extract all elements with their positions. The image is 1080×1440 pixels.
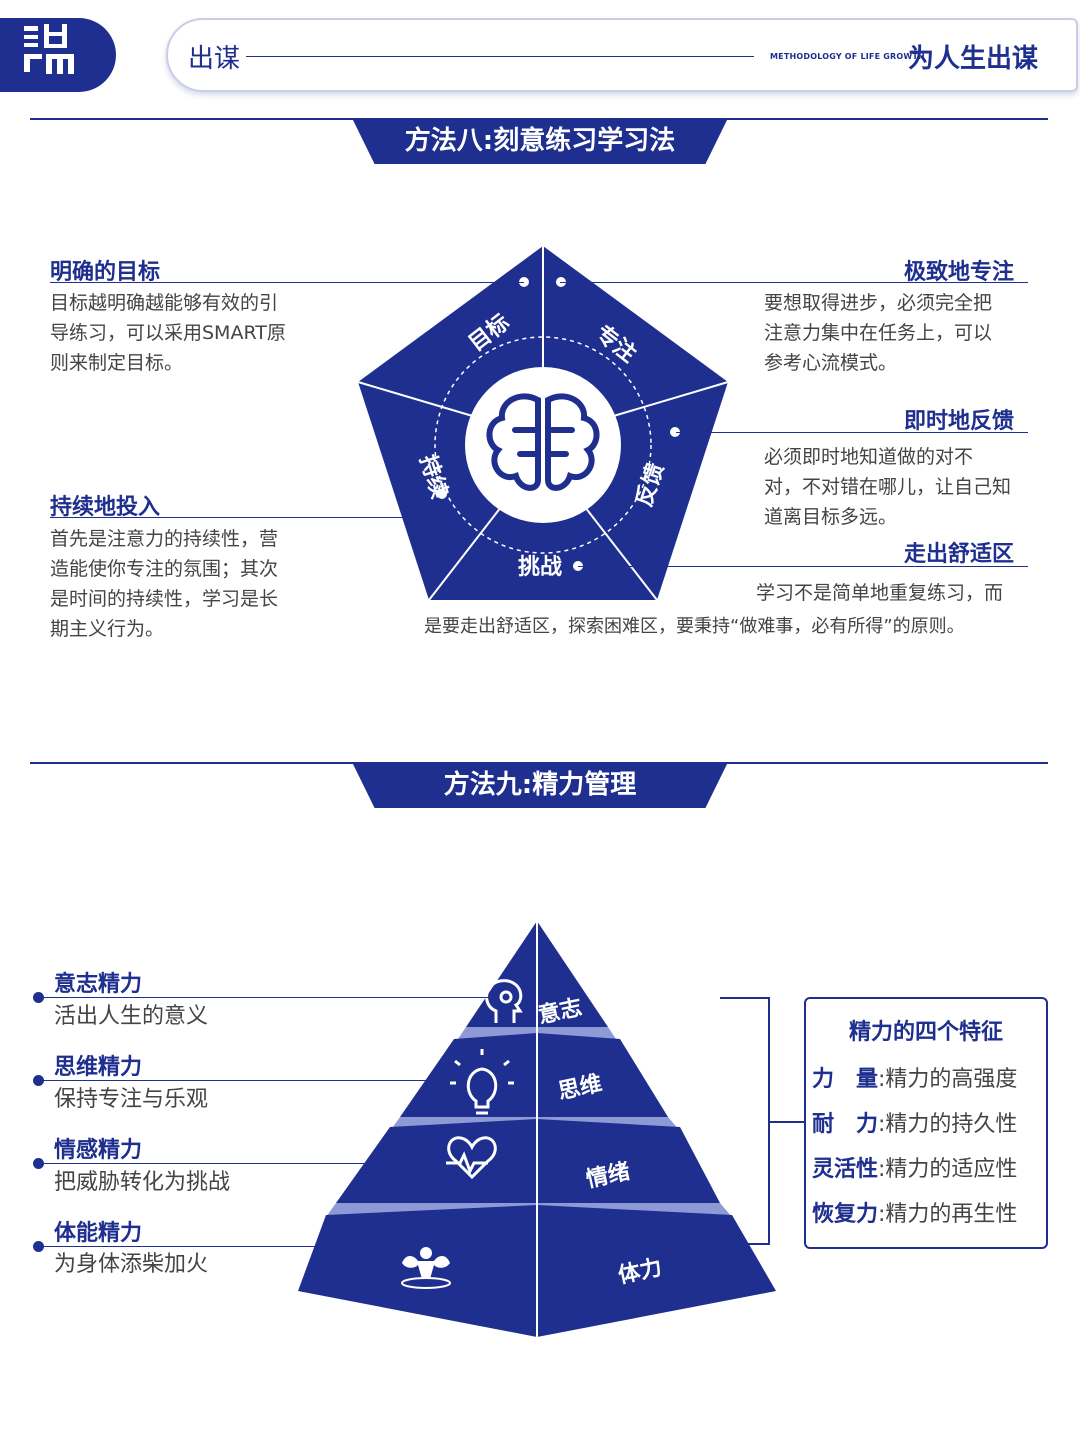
feature-flexibility: 灵活性:精力的适应性 bbox=[812, 1157, 1018, 1182]
section9-title: 方法九:精力管理 bbox=[352, 762, 728, 808]
logo bbox=[22, 22, 82, 84]
item-persist-text: 首先是注意力的持续性，营造能使你专注的氛围；其次是时间的持续性，学习是长期主义行… bbox=[50, 528, 279, 640]
energy-body-desc: 为身体添柴加火 bbox=[54, 1252, 209, 1277]
brand-left: 出谋 bbox=[188, 44, 241, 74]
connector-will bbox=[38, 997, 498, 998]
energy-body-title: 体能精力 bbox=[54, 1221, 143, 1246]
feature-strength: 力 量:精力的高强度 bbox=[812, 1067, 1018, 1092]
energy-emotion-title: 情感精力 bbox=[54, 1138, 143, 1163]
connector-body bbox=[38, 1246, 330, 1247]
energy-emotion-desc: 把威胁转化为挑战 bbox=[54, 1170, 231, 1195]
section8-title: 方法八:刻意练习学习法 bbox=[352, 118, 728, 164]
feature-endurance: 耐 力:精力的持久性 bbox=[812, 1112, 1018, 1137]
pyramid-diagram: 意志 思维 情绪 体力 bbox=[298, 921, 776, 1337]
item-goal-text: 目标越明确越能够有效的引导练习，可以采用SMART原则来制定目标。 bbox=[50, 292, 286, 374]
connector-persist bbox=[50, 517, 442, 518]
features-box bbox=[804, 997, 1048, 1249]
muscle-icon bbox=[401, 1247, 451, 1289]
energy-will-desc: 活出人生的意义 bbox=[54, 1004, 209, 1029]
item-comfort-line2: 是要走出舒适区，探索困难区，要秉持“做难事，必有所得”的原则。 bbox=[424, 616, 965, 637]
item-persist-title: 持续地投入 bbox=[50, 495, 161, 520]
features-title: 精力的四个特征 bbox=[848, 1020, 1003, 1045]
brand-bar bbox=[166, 18, 1078, 92]
connector-focus bbox=[560, 282, 1028, 283]
energy-mind-desc: 保持专注与乐观 bbox=[54, 1087, 209, 1112]
brand-tagline: METHODOLOGY OF LIFE GROWTH bbox=[770, 52, 925, 61]
features-bracket bbox=[720, 997, 770, 1245]
connector-goal bbox=[50, 282, 524, 283]
feature-recovery: 恢复力:精力的再生性 bbox=[812, 1202, 1018, 1227]
brand-divider bbox=[246, 56, 754, 57]
energy-will-title: 意志精力 bbox=[54, 972, 143, 997]
connector-challenge bbox=[578, 566, 1028, 567]
lightbulb-icon bbox=[450, 1049, 514, 1115]
pentagon-diagram: 目标 专注 反馈 挑战 持续 bbox=[357, 246, 729, 601]
connector-mind bbox=[38, 1080, 432, 1081]
item-feedback-text: 必须即时地知道做的对不对，不对错在哪儿，让自己知道离目标多远。 bbox=[764, 446, 1012, 528]
features-connector bbox=[770, 1121, 804, 1123]
item-goal-title: 明确的目标 bbox=[50, 260, 161, 285]
heart-rate-icon bbox=[446, 1136, 497, 1180]
brand-right: 为人生出谋 bbox=[908, 44, 1039, 74]
item-comfort-title: 走出舒适区 bbox=[904, 542, 1015, 567]
connector-feedback bbox=[676, 432, 1028, 433]
pentagon-label-challenge: 挑战 bbox=[518, 555, 562, 580]
brain-gear-icon bbox=[485, 979, 523, 1023]
item-comfort-line1: 学习不是简单地重复练习，而 bbox=[756, 582, 1004, 604]
item-focus-text: 要想取得进步，必须完全把注意力集中在任务上，可以参考心流模式。 bbox=[764, 292, 993, 374]
item-feedback-title: 即时地反馈 bbox=[904, 409, 1015, 434]
brain-icon bbox=[486, 393, 600, 491]
logo-mark-icon bbox=[24, 24, 74, 74]
energy-mind-title: 思维精力 bbox=[54, 1055, 143, 1080]
item-focus-title: 极致地专注 bbox=[904, 260, 1015, 285]
connector-emotion bbox=[38, 1163, 380, 1164]
